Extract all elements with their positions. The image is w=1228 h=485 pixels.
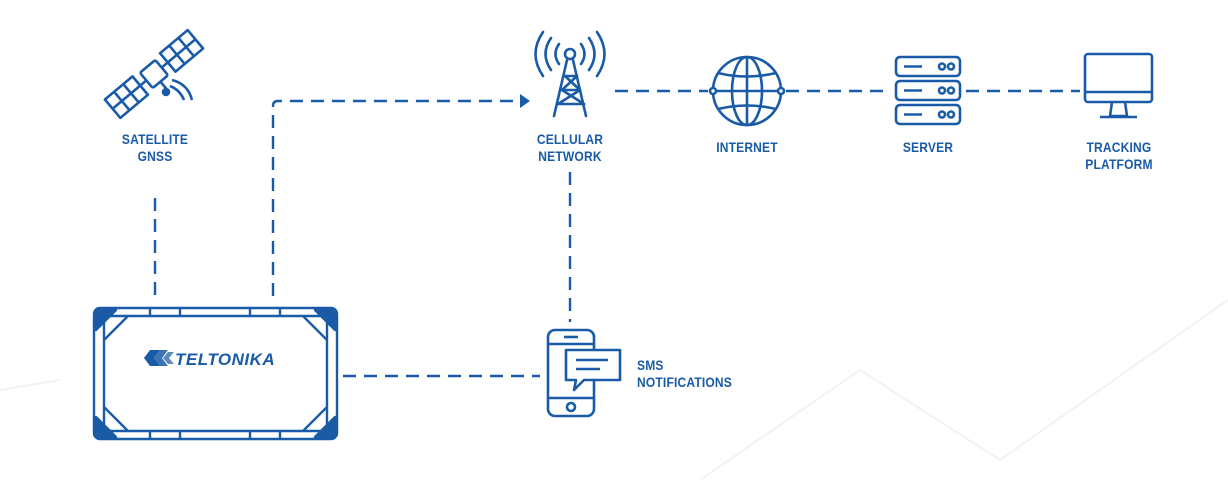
label-satellite-line2: GNSS — [137, 148, 173, 164]
label-internet: INTERNET — [695, 139, 798, 156]
label-server-line1: SERVER — [902, 139, 954, 155]
arrow-head — [520, 94, 530, 108]
label-sms: SMS NOTIFICATIONS — [637, 357, 757, 391]
label-sms-line2: NOTIFICATIONS — [637, 374, 732, 390]
tracker-device-icon — [92, 306, 339, 441]
label-tracking-line2: PLATFORM — [1085, 156, 1153, 172]
label-satellite: SATELLITE GNSS — [103, 131, 206, 165]
monitor-icon — [1083, 52, 1154, 119]
label-internet-line1: INTERNET — [716, 139, 778, 155]
connector-device-cellular — [271, 99, 520, 296]
label-tracking-line1: TRACKING — [1086, 139, 1152, 155]
cell-tower-icon — [534, 30, 606, 118]
label-cellular: CELLULAR NETWORK — [518, 131, 621, 165]
label-server: SERVER — [876, 139, 979, 156]
label-cellular-line2: NETWORK — [538, 148, 602, 164]
teltonika-logo-mark — [144, 350, 174, 366]
connectors — [153, 89, 1080, 378]
server-icon — [894, 55, 962, 126]
satellite-icon — [103, 28, 205, 120]
smartphone-message-icon — [546, 328, 622, 418]
label-sms-line1: SMS — [637, 357, 664, 373]
label-satellite-line1: SATELLITE — [121, 131, 189, 147]
globe-icon — [708, 55, 786, 127]
label-cellular-line1: CELLULAR — [536, 131, 604, 147]
device-brand-text: TELTONIKA — [175, 350, 275, 369]
label-tracking: TRACKING PLATFORM — [1067, 139, 1170, 173]
background-decoration — [0, 299, 1228, 481]
